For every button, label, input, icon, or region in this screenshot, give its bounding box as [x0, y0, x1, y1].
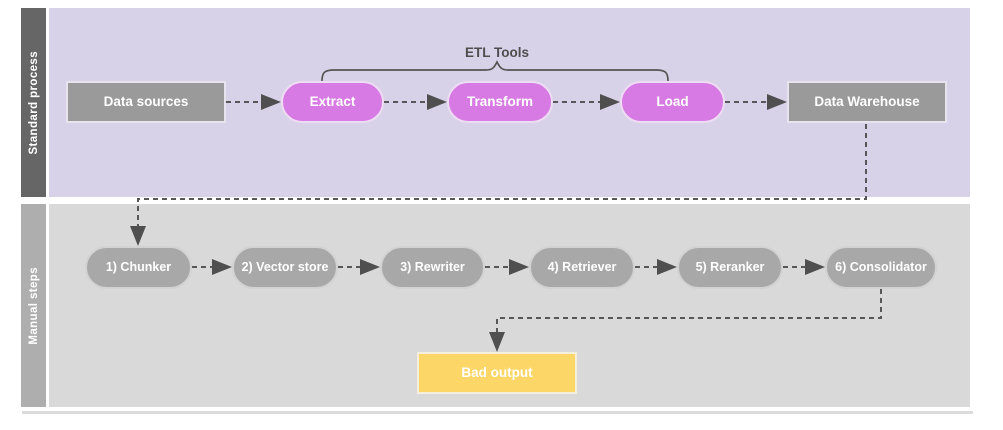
node-bad-output: Bad output: [417, 352, 577, 394]
node-load-label: Load: [656, 94, 689, 110]
node-data-warehouse: Data Warehouse: [787, 81, 947, 123]
node-chunker-label: 1) Chunker: [105, 260, 172, 275]
node-reranker-label: 5) Reranker: [695, 260, 765, 275]
diagram-bottom-border: [22, 411, 973, 414]
node-consolidator: 6) Consolidator: [825, 246, 937, 289]
node-vector-store-label: 2) Vector store: [241, 260, 329, 275]
etl-tools-label: ETL Tools: [465, 45, 529, 60]
node-vector-store: 2) Vector store: [232, 246, 338, 289]
node-extract: Extract: [281, 81, 384, 123]
node-transform: Transform: [447, 81, 553, 123]
node-load: Load: [620, 81, 725, 123]
node-retriever: 4) Retriever: [529, 246, 635, 289]
node-data-sources-label: Data sources: [103, 94, 189, 110]
lane-label-manual-steps: Manual steps: [27, 266, 40, 345]
node-data-warehouse-label: Data Warehouse: [814, 94, 920, 110]
lane-header-manual-steps: Manual steps: [21, 204, 46, 407]
node-transform-label: Transform: [466, 94, 534, 110]
lane-label-standard-process: Standard process: [27, 50, 40, 155]
node-bad-output-label: Bad output: [461, 365, 533, 381]
node-reranker: 5) Reranker: [677, 246, 783, 289]
node-rewriter: 3) Rewriter: [380, 246, 485, 289]
node-retriever-label: 4) Retriever: [547, 260, 617, 275]
lane-header-standard-process: Standard process: [21, 8, 46, 197]
node-rewriter-label: 3) Rewriter: [400, 260, 465, 275]
node-consolidator-label: 6) Consolidator: [835, 260, 927, 275]
node-data-sources: Data sources: [66, 81, 226, 123]
node-chunker: 1) Chunker: [85, 246, 192, 289]
node-extract-label: Extract: [309, 94, 356, 110]
